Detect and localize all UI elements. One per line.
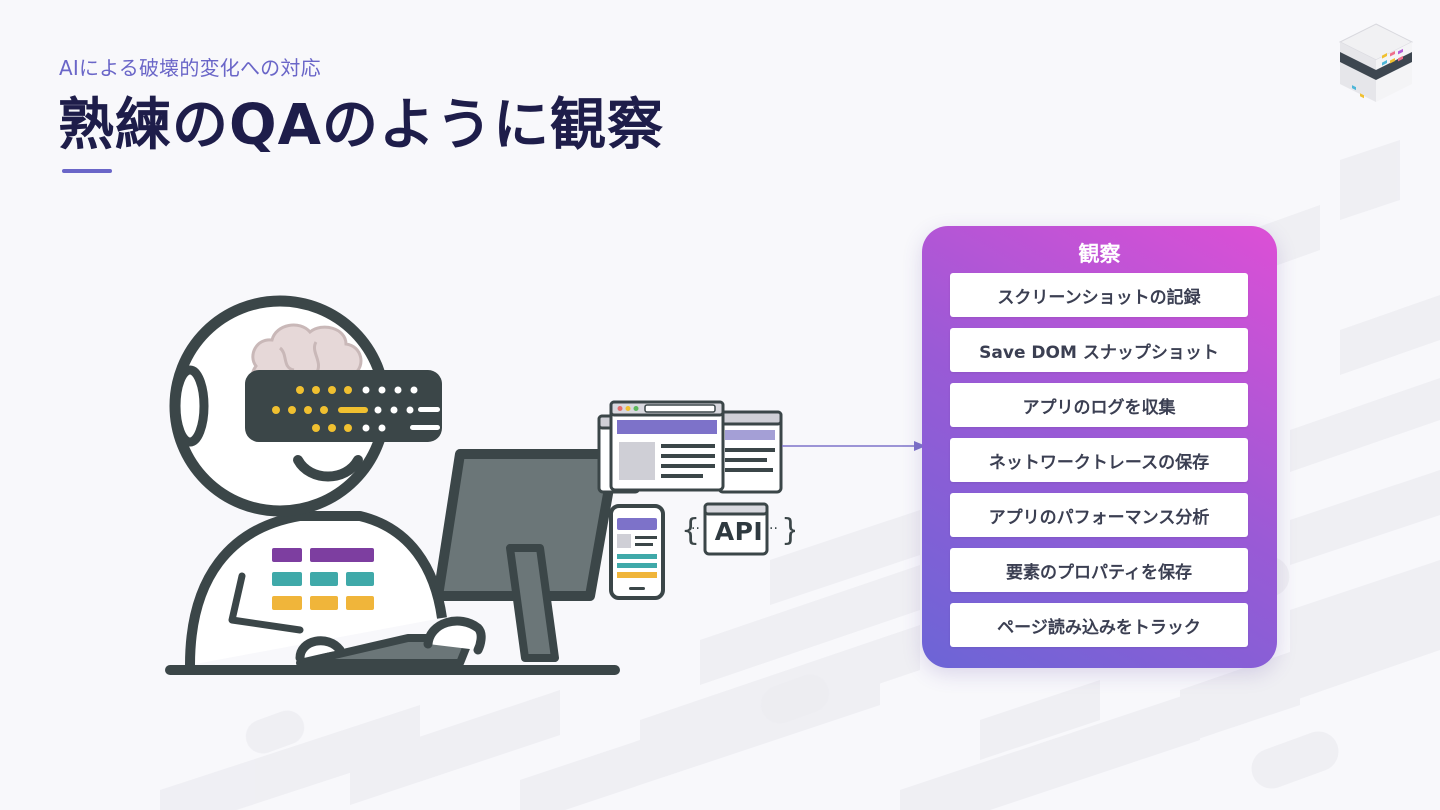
list-item-page-load: ページ読み込みをトラック — [950, 603, 1248, 647]
arrow-right-icon — [782, 441, 926, 451]
browser-window-icon — [717, 410, 783, 494]
list-item-performance: アプリのパフォーマンス分析 — [950, 493, 1248, 537]
api-icon: { ·· ·· } — [681, 502, 795, 556]
browser-window-icon — [609, 400, 725, 492]
robot-qa-icon — [165, 295, 620, 675]
list-item-element-properties: 要素のプロパティを保存 — [950, 548, 1248, 592]
list-item-dom-snapshot: Save DOM スナップショット — [950, 328, 1248, 372]
observe-list: スクリーンショットの記録 Save DOM スナップショット アプリのログを収集… — [950, 273, 1248, 658]
company-logo-icon — [1338, 23, 1414, 102]
svg-text:··: ·· — [691, 521, 700, 537]
list-item-screenshot: スクリーンショットの記録 — [950, 273, 1248, 317]
observed-sources-illustration: { ·· ·· } — [597, 400, 795, 600]
svg-text:}: } — [781, 513, 795, 548]
panel-title: 観察 — [1078, 242, 1121, 266]
slide-title: 熟練のQAのように観察 — [58, 93, 664, 158]
slide-subtitle: AIによる破壊的変化への対応 — [59, 56, 321, 80]
title-accent-line — [62, 169, 112, 173]
list-item-network-trace: ネットワークトレースの保存 — [950, 438, 1248, 482]
api-label: API — [714, 517, 764, 546]
svg-text:··: ·· — [769, 521, 778, 537]
svg-text:{: { — [681, 513, 700, 548]
list-item-app-logs: アプリのログを収集 — [950, 383, 1248, 427]
observe-panel: 観察 スクリーンショットの記録 Save DOM スナップショット アプリのログ… — [922, 226, 1277, 668]
mobile-phone-icon — [609, 504, 665, 600]
